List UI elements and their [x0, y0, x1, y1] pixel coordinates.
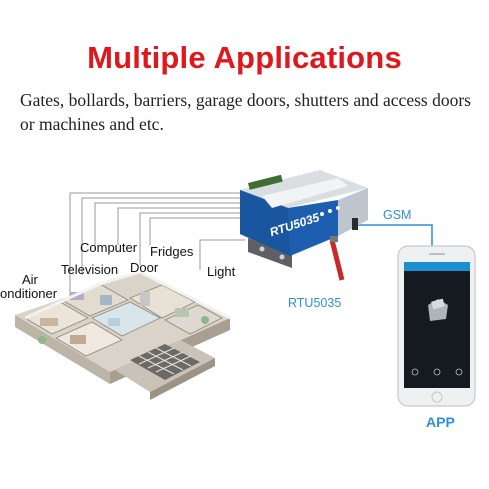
- smartphone: [397, 245, 476, 407]
- rtu-device: [240, 170, 368, 281]
- label-air: Air: [22, 272, 38, 287]
- page-title: Multiple Applications: [87, 40, 402, 75]
- description-text: Gates, bollards, barriers, garage doors,…: [20, 90, 471, 134]
- label-conditioner: onditioner: [0, 286, 58, 301]
- connection-lines: [69, 192, 255, 300]
- label-app: APP: [426, 414, 455, 430]
- label-television: Television: [61, 262, 119, 277]
- label-fridges: Fridges: [150, 244, 194, 259]
- gsm-line: [352, 224, 433, 255]
- label-device-model: RTU5035: [288, 296, 342, 310]
- house-floorplan: [15, 270, 231, 400]
- label-computer: Computer: [80, 240, 138, 255]
- label-gsm: GSM: [383, 208, 412, 222]
- label-door: Door: [130, 260, 159, 275]
- label-light: Light: [207, 264, 236, 279]
